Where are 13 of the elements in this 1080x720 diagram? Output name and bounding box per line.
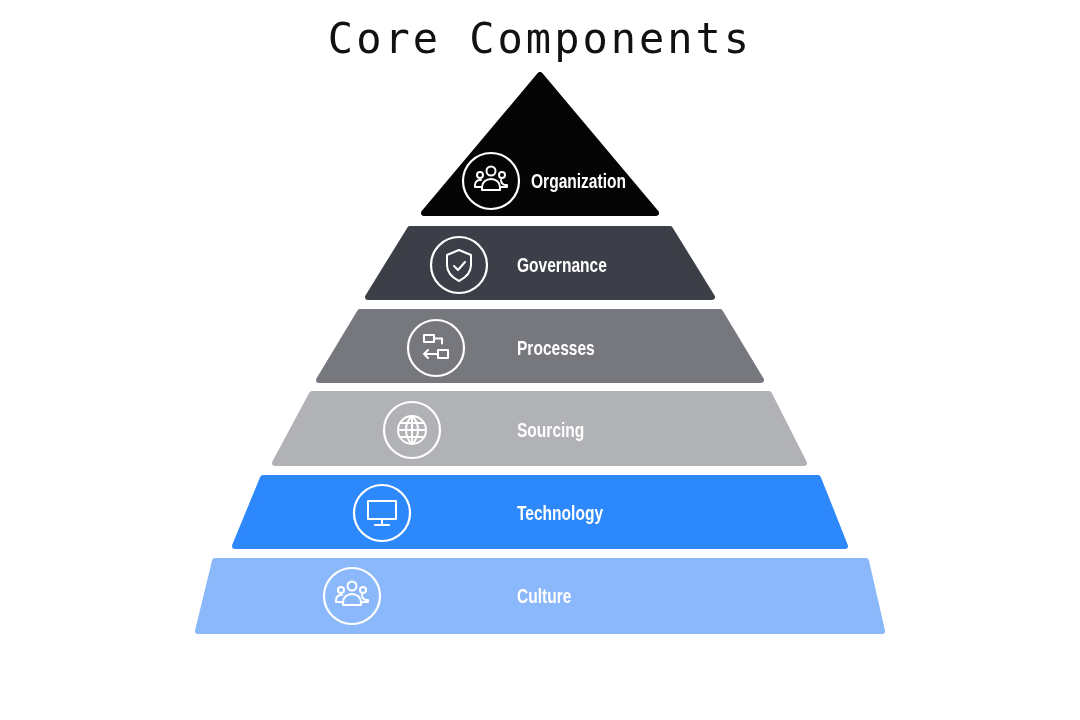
pyramid-tier xyxy=(316,309,764,383)
pyramid-tier xyxy=(232,475,848,549)
pyramid-tier xyxy=(365,226,715,300)
pyramid-tier xyxy=(272,391,807,466)
tier-label: Governance xyxy=(517,253,607,277)
tier-label: Organization xyxy=(531,169,626,193)
tier-label: Culture xyxy=(517,584,572,608)
tier-label: Sourcing xyxy=(517,418,585,442)
title: Core Components xyxy=(327,14,753,63)
tier-label: Processes xyxy=(517,336,595,360)
tier-label: Technology xyxy=(517,501,604,525)
pyramid-top-triangle xyxy=(421,72,659,216)
pyramid-tier xyxy=(195,558,885,634)
